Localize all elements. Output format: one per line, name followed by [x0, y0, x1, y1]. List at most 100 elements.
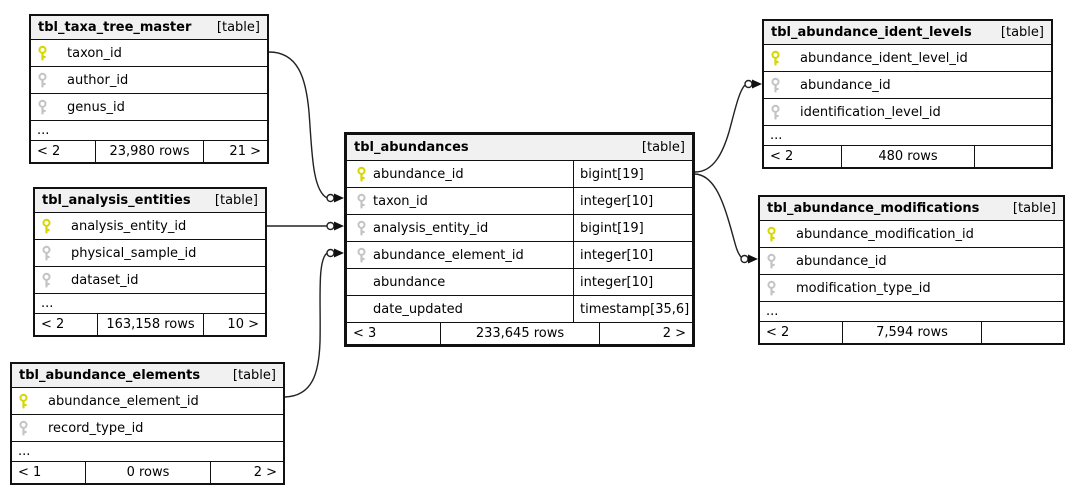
column-row[interactable]: abundance_id [760, 247, 1063, 274]
pager-prev[interactable]: < 2 [37, 144, 61, 159]
column-name: physical_sample_id [71, 245, 197, 261]
table-footer: < 2 7,594 rows [760, 321, 1063, 343]
table-type-label: [table] [641, 140, 685, 155]
column-datatype: timestamp[35,6] [573, 296, 692, 322]
table-header[interactable]: tbl_abundance_modifications [table] [760, 197, 1063, 220]
column-row[interactable]: taxon_id [31, 39, 267, 66]
column-name: taxon_id [373, 193, 428, 209]
table-footer: < 1 0 rows 2 > [12, 461, 283, 483]
column-row[interactable]: taxon_id integer[10] [347, 187, 692, 214]
column-row[interactable]: dataset_id [35, 266, 265, 293]
table-footer: < 2 480 rows [764, 145, 1051, 167]
table-header[interactable]: tbl_taxa_tree_master [table] [31, 16, 267, 39]
pager-prev[interactable]: < 2 [766, 325, 790, 340]
column-name: abundance_id [373, 166, 464, 182]
column-row[interactable]: abundance_ident_level_id [764, 44, 1051, 71]
collapsed-columns-indicator[interactable]: ... [35, 293, 265, 313]
table-type-label: [table] [1012, 201, 1056, 216]
table-header[interactable]: tbl_abundance_ident_levels [table] [764, 21, 1051, 44]
table-tbl_taxa_tree_master[interactable]: tbl_taxa_tree_master [table] taxon_id au… [29, 14, 269, 164]
column-row[interactable]: record_type_id [12, 414, 283, 441]
table-tbl_abundances[interactable]: tbl_abundances [table] abundance_id bigi… [344, 132, 695, 347]
rel-taxa_tree_master-to-abundances[interactable] [268, 51, 344, 203]
pager-next[interactable]: 10 > [202, 314, 265, 335]
table-tbl_abundance_ident_levels[interactable]: tbl_abundance_ident_levels [table] abund… [762, 19, 1053, 169]
foreign-key-icon [42, 272, 51, 288]
pager-next[interactable] [981, 322, 1063, 343]
collapsed-columns-indicator[interactable]: ... [764, 125, 1051, 145]
column-name: abundance_modification_id [796, 226, 974, 242]
table-tbl_analysis_entities[interactable]: tbl_analysis_entities [table] analysis_e… [33, 187, 267, 337]
foreign-key-icon [771, 104, 780, 120]
column-name: modification_type_id [796, 280, 931, 296]
table-header[interactable]: tbl_abundance_elements [table] [12, 364, 283, 387]
column-datatype: integer[10] [573, 242, 692, 268]
pager-next[interactable]: 21 > [203, 141, 267, 162]
row-count: 7,594 rows [841, 322, 981, 343]
pager-prev[interactable]: < 2 [41, 317, 65, 332]
column-row[interactable]: analysis_entity_id bigint[19] [347, 214, 692, 241]
column-row[interactable]: identification_level_id [764, 98, 1051, 125]
foreign-key-icon [357, 220, 366, 236]
table-title: tbl_abundance_ident_levels [771, 25, 972, 40]
table-tbl_abundance_elements[interactable]: tbl_abundance_elements [table] abundance… [10, 362, 285, 485]
pager-prev[interactable]: < 2 [770, 149, 794, 164]
rel-abundance_elements-to-abundances[interactable] [284, 248, 344, 398]
row-count: 23,980 rows [94, 141, 204, 162]
table-header[interactable]: tbl_abundances [table] [347, 135, 692, 160]
column-name: record_type_id [48, 420, 144, 436]
column-row[interactable]: analysis_entity_id [35, 212, 265, 239]
table-type-label: [table] [232, 368, 276, 383]
row-count: 0 rows [85, 462, 210, 483]
primary-key-icon [767, 226, 776, 242]
rel-analysis_entities-to-abundances[interactable] [267, 221, 344, 231]
column-row[interactable]: abundance_id bigint[19] [347, 160, 692, 187]
primary-key-icon [42, 218, 51, 234]
column-row[interactable]: abundance_element_id integer[10] [347, 241, 692, 268]
collapsed-columns-indicator[interactable]: ... [760, 301, 1063, 321]
column-name: dataset_id [71, 272, 139, 288]
column-name: date_updated [373, 301, 463, 317]
column-row[interactable]: abundance_id [764, 71, 1051, 98]
rel-abundances-to-abundance_modifications[interactable] [694, 173, 758, 264]
column-row[interactable]: genus_id [31, 93, 267, 120]
column-datatype: integer[10] [573, 188, 692, 214]
table-title: tbl_abundance_elements [19, 368, 201, 383]
table-title: tbl_abundance_modifications [767, 201, 980, 216]
primary-key-icon [38, 45, 47, 61]
column-row[interactable]: modification_type_id [760, 274, 1063, 301]
column-row[interactable]: abundance_element_id [12, 387, 283, 414]
column-row[interactable]: date_updated timestamp[35,6] [347, 295, 692, 322]
foreign-key-icon [767, 253, 776, 269]
foreign-key-icon [38, 72, 47, 88]
column-row[interactable]: abundance integer[10] [347, 268, 692, 295]
column-datatype: bigint[19] [573, 215, 692, 241]
column-name: analysis_entity_id [373, 220, 489, 236]
table-type-label: [table] [1000, 25, 1044, 40]
collapsed-columns-indicator[interactable]: ... [31, 120, 267, 140]
pager-next[interactable]: 2 > [209, 462, 283, 483]
column-name: abundance [373, 274, 446, 290]
column-name: taxon_id [67, 45, 122, 61]
table-title: tbl_abundances [354, 140, 469, 155]
table-header[interactable]: tbl_analysis_entities [table] [35, 189, 265, 212]
column-row[interactable]: abundance_modification_id [760, 220, 1063, 247]
collapsed-columns-indicator[interactable]: ... [12, 441, 283, 461]
pager-prev[interactable]: < 1 [18, 465, 42, 480]
column-name: analysis_entity_id [71, 218, 187, 234]
foreign-key-icon [767, 280, 776, 296]
row-count: 480 rows [841, 146, 973, 167]
pager-next[interactable]: 2 > [598, 323, 692, 344]
pager-next[interactable] [973, 146, 1051, 167]
column-row[interactable]: physical_sample_id [35, 239, 265, 266]
rel-abundances-to-abundance_ident_levels[interactable] [694, 79, 762, 173]
column-row[interactable]: author_id [31, 66, 267, 93]
foreign-key-icon [38, 99, 47, 115]
foreign-key-icon [42, 245, 51, 261]
column-datatype: bigint[19] [573, 161, 692, 187]
table-tbl_abundance_modifications[interactable]: tbl_abundance_modifications [table] abun… [758, 195, 1065, 345]
pager-prev[interactable]: < 3 [353, 326, 377, 341]
foreign-key-icon [771, 77, 780, 93]
column-name: abundance_id [800, 77, 891, 93]
